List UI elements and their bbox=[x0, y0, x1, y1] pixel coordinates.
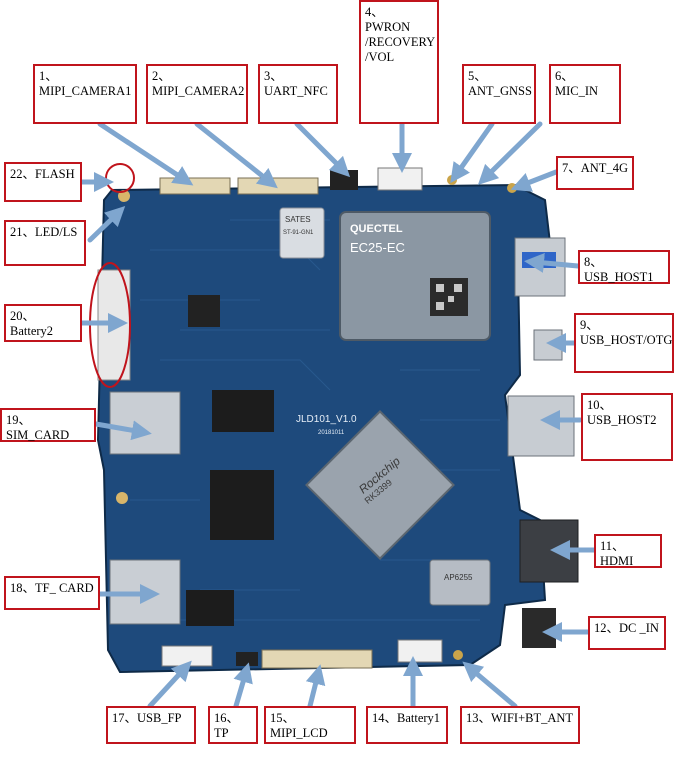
gnss-module bbox=[279, 207, 325, 259]
callout-ant-4g: 7、ANT_4G bbox=[556, 156, 634, 190]
mounting-hole bbox=[118, 190, 130, 202]
arrow-6 bbox=[477, 121, 543, 186]
memory-chip bbox=[210, 470, 274, 540]
pmic-chip bbox=[188, 295, 220, 327]
callout-ant-gnss: 5、 ANT_GNSS bbox=[462, 64, 536, 124]
callout-tf-card: 18、TF_ CARD bbox=[4, 576, 100, 610]
gnss-code-text: ST-91-GN1 bbox=[283, 230, 314, 236]
callout-led-ls: 21、LED/LS bbox=[4, 220, 86, 266]
callout-mipi-camera1: 1、 MIPI_CAMERA1 bbox=[33, 64, 137, 124]
arrow-5 bbox=[450, 121, 495, 184]
memory-chip bbox=[212, 390, 274, 432]
callout-sim-card: 19、SIM_CARD bbox=[0, 408, 96, 442]
soc-chip bbox=[305, 410, 455, 560]
usb-host2-connector bbox=[507, 395, 575, 457]
modem-brand-text: QUECTEL bbox=[350, 223, 403, 235]
callout-uart-nfc: 3、 UART_NFC bbox=[258, 64, 338, 124]
board-date-text: 20181011 bbox=[318, 430, 345, 436]
callout-mipi-lcd: 15、MIPI_LCD bbox=[264, 706, 356, 744]
callout-tp: 16、TP bbox=[208, 706, 258, 744]
emmc-chip bbox=[186, 590, 234, 626]
modem-model-text: EC25-EC bbox=[350, 240, 405, 255]
arrow-17 bbox=[147, 660, 192, 709]
callout-usb-host1: 8、USB_HOST1 bbox=[578, 250, 670, 284]
gnss-brand-text: SATES bbox=[285, 215, 311, 224]
callout-pwron-recovery-vol: 4、 PWRON /RECOVERY /VOL bbox=[359, 0, 439, 124]
arrow-7 bbox=[510, 169, 559, 192]
arrow-2 bbox=[194, 121, 278, 189]
board-name-text: JLD101_V1.0 bbox=[296, 414, 357, 425]
arrow-13 bbox=[462, 661, 518, 709]
antenna-wifi-icon bbox=[453, 650, 463, 660]
arrow-15 bbox=[305, 664, 326, 709]
arrow-19 bbox=[93, 420, 152, 441]
callout-usb-fp: 17、USB_FP bbox=[106, 706, 196, 744]
wifi-module bbox=[429, 559, 491, 606]
arrow-3 bbox=[294, 121, 351, 178]
callout-hdmi: 11、HDMI bbox=[594, 534, 662, 568]
callout-dc-in: 12、DC _IN bbox=[588, 616, 666, 650]
callout-usb-host2: 10、 USB_HOST2 bbox=[581, 393, 673, 461]
callout-usb-host-otg: 9、 USB_HOST/OTG bbox=[574, 313, 674, 373]
arrow-16 bbox=[233, 662, 253, 709]
callout-wifi-bt-ant: 13、WIFI+BT_ANT bbox=[460, 706, 580, 744]
mounting-hole bbox=[116, 492, 128, 504]
callout-mic-in: 6、 MIC_IN bbox=[549, 64, 621, 124]
arrow-8 bbox=[524, 252, 581, 273]
callout-battery1: 14、Battery1 bbox=[366, 706, 448, 744]
callout-battery2: 20、Battery2 bbox=[4, 304, 82, 342]
arrow-1 bbox=[97, 121, 194, 186]
arrow-21 bbox=[87, 206, 126, 243]
callout-flash: 22、FLASH bbox=[4, 162, 82, 202]
wifi-module-text: AP6255 bbox=[444, 573, 473, 582]
callout-mipi-camera2: 2、 MIPI_CAMERA2 bbox=[146, 64, 248, 124]
